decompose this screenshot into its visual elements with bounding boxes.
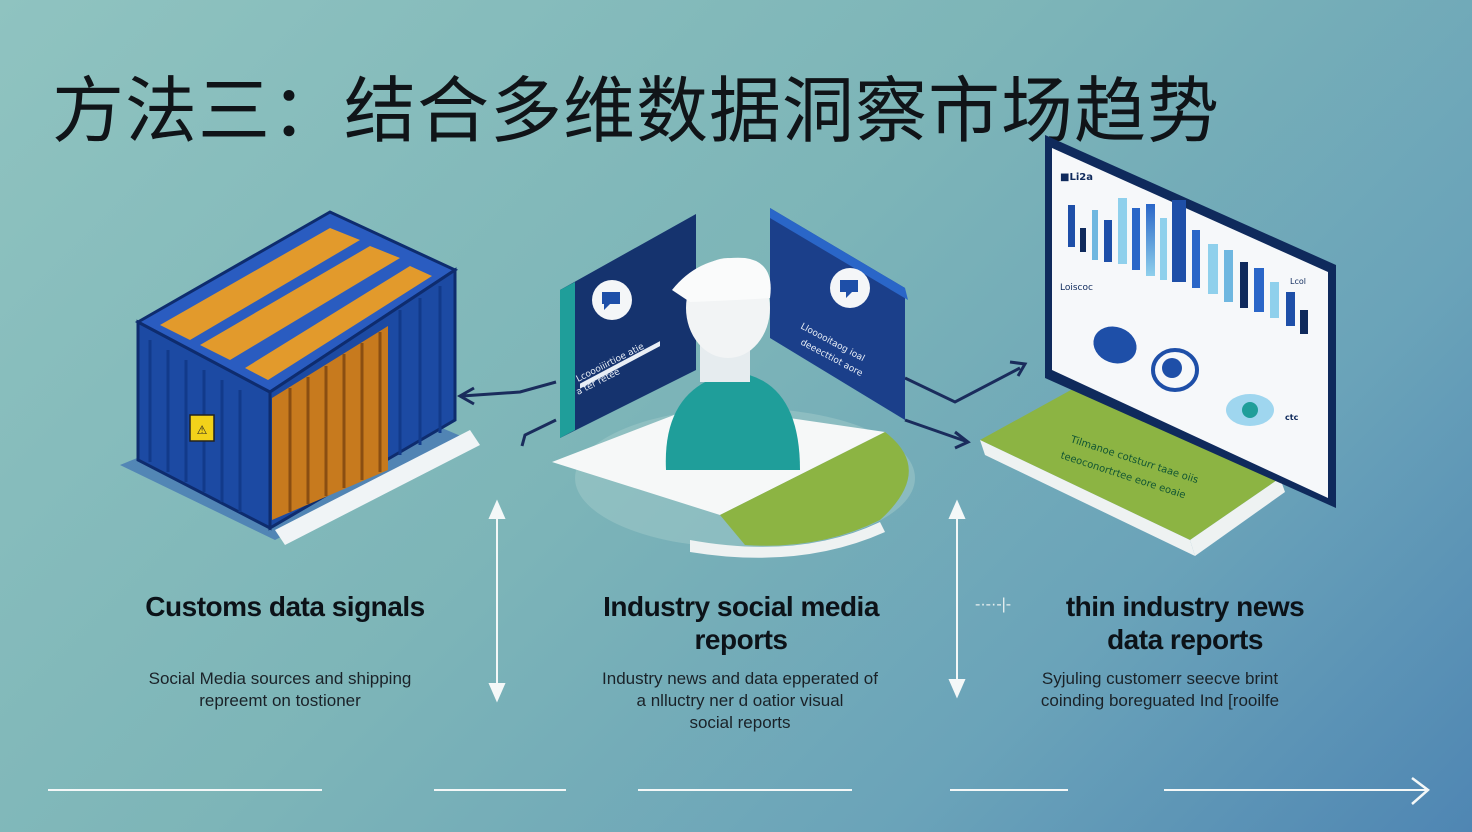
column-2-desc-line: Industry news and data epperated of [602, 669, 878, 688]
column-1-description: Social Media sources and shipping repree… [120, 668, 440, 712]
person-with-chat-panels-icon: Lcoooiiirtioe atie a ter retee Llooooita… [552, 208, 915, 558]
dashboard-monitor-icon: Tilmanoe cotsturr taae oiis teeoconortrt… [980, 135, 1336, 556]
divider-line [950, 789, 1068, 791]
divider-line [48, 789, 322, 791]
column-2-desc-line: a nlluctry ner d oatior visual [636, 691, 844, 710]
shipping-container-icon: ⚠ [120, 210, 480, 545]
decorative-tick: -·-·-|- [975, 596, 1012, 613]
column-2-desc-line: social reports [689, 713, 791, 732]
column-1-desc-line: repreemt on tostioner [199, 691, 361, 710]
column-2-description: Industry news and data epperated of a nl… [575, 668, 905, 734]
svg-text:ctc: ctc [1285, 413, 1299, 422]
column-3-desc-line: coinding boreguated Ind [rooilfe [1040, 691, 1280, 710]
divider-line [1164, 789, 1426, 791]
svg-text:Lcol: Lcol [1290, 277, 1306, 286]
column-1-heading: Customs data signals [145, 591, 425, 622]
divider-line [638, 789, 852, 791]
double-arrows [488, 499, 966, 703]
page-title: 方法三：结合多维数据洞察市场趋势 [52, 69, 1221, 153]
column-1-desc-line: Social Media sources and shipping [148, 669, 412, 688]
column-3-heading: thin industry news data reports [1065, 591, 1305, 655]
chart-bars [1068, 198, 1308, 334]
arrow-right-icon [1411, 777, 1430, 805]
flow-arrows [456, 360, 1028, 450]
column-3-desc-line: Syjuling customerr seecve brint [1041, 669, 1279, 688]
svg-text:Loiscoc: Loiscoc [1060, 283, 1093, 293]
svg-text:⚠: ⚠ [197, 423, 208, 437]
column-2-heading: Industry social media reports [603, 591, 879, 655]
divider-line [434, 789, 566, 791]
svg-text:■Li2a: ■Li2a [1060, 172, 1093, 183]
column-3-description: Syjuling customerr seecve brint coinding… [1010, 668, 1310, 712]
